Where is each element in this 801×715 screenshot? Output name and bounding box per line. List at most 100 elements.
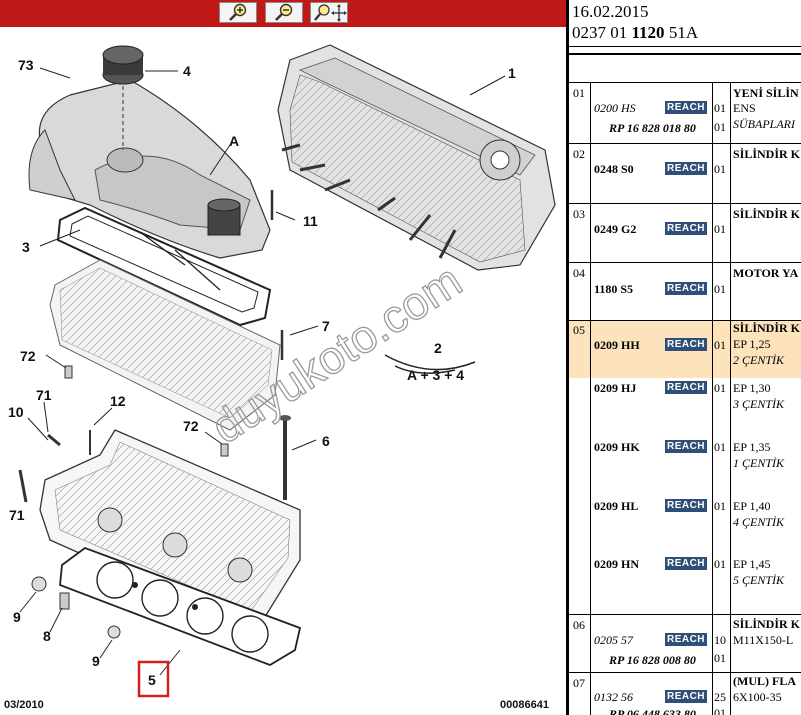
part-5-head-gasket	[59, 546, 302, 666]
quantity: 01	[714, 706, 726, 715]
diagram-panel: 73 4 1 A 3 11 72 7 2 A + 3 + 4 71 12 10 …	[0, 0, 566, 711]
zoom-pan-icon	[314, 4, 347, 22]
quantity: 01	[714, 222, 726, 236]
part-block-cylinder-head-lower	[39, 429, 301, 626]
part-description: SİLİNDİR K	[733, 147, 801, 161]
reach-badge[interactable]: REACH	[665, 101, 707, 114]
callout-12: 12	[110, 393, 126, 409]
zoom-out-icon	[275, 3, 293, 21]
zoom-out-button[interactable]	[265, 2, 303, 23]
part-description: SİLİNDİR K	[733, 617, 801, 631]
part-4-oil-cap	[102, 45, 144, 150]
part-description: SİLİNDİR K	[733, 207, 801, 221]
quantity: 01	[714, 120, 726, 134]
part-code: 0209 HL	[594, 499, 639, 513]
quantity: 01	[714, 557, 726, 571]
catalog-date: 16.02.2015	[572, 2, 649, 21]
callout-A: A	[229, 133, 239, 149]
catalog-reference: 0237 01 1120 51A	[572, 23, 699, 42]
part-1-cylinder-head	[277, 44, 556, 271]
callout-72: 72	[20, 348, 36, 364]
callout-3: 3	[22, 239, 30, 255]
reach-badge[interactable]: REACH	[665, 282, 707, 295]
thickness: EP 1,35	[733, 440, 771, 454]
part-code: 0249 G2	[594, 222, 637, 236]
row-number: 02	[573, 147, 585, 161]
notch-count: 4 ÇENTİK	[733, 515, 785, 529]
callout-9: 9	[92, 653, 100, 669]
quantity: 10	[714, 633, 726, 647]
diagram-date: 03/2010	[4, 699, 44, 711]
callout-71: 71	[9, 507, 25, 523]
callout-72: 72	[183, 418, 199, 434]
reach-badge[interactable]: REACH	[665, 690, 707, 703]
part-code: 0209 HN	[594, 557, 639, 571]
row-number: 04	[573, 266, 585, 280]
zoom-in-button[interactable]	[219, 2, 257, 23]
callout-10: 10	[8, 404, 24, 420]
reach-badge[interactable]: REACH	[665, 222, 707, 235]
row-number: 03	[573, 207, 585, 221]
row-number: 07	[573, 676, 585, 690]
thickness: EP 1,25	[733, 337, 771, 351]
part-A-valve-cover	[28, 79, 271, 259]
reach-badge[interactable]: REACH	[665, 162, 707, 175]
reference-number: RP 16 828 018 80	[609, 121, 696, 135]
callout-8: 8	[43, 628, 51, 644]
highlight-box-5	[137, 660, 170, 698]
part-code: 0200 HS	[594, 101, 636, 115]
part-description-line: M11X150-L	[733, 633, 794, 647]
part-72-dowel	[64, 365, 229, 457]
row-number: 05	[573, 323, 585, 337]
diagram-id: 00086641	[500, 699, 549, 711]
part-code: 0248 S0	[594, 162, 634, 176]
part-code: 1180 S5	[594, 282, 634, 296]
part-8-9-plugs	[31, 430, 121, 639]
reach-badge[interactable]: REACH	[665, 440, 707, 453]
callout-2: 2	[434, 340, 442, 356]
callout-6: 6	[322, 433, 330, 449]
leader-lines	[19, 67, 506, 676]
part-description: (MUL) FLA	[733, 674, 796, 688]
zoom-in-icon	[229, 3, 247, 21]
panel-divider	[566, 0, 569, 715]
quantity: 01	[714, 499, 726, 513]
reference-number: RP 16 828 008 80	[609, 653, 696, 667]
reach-badge[interactable]: REACH	[665, 338, 707, 351]
part-description: YENİ SİLİN	[733, 86, 799, 100]
quantity: 01	[714, 338, 726, 352]
callout-9: 9	[13, 609, 21, 625]
toolbar	[0, 0, 566, 27]
parts-list-panel: 16.02.2015 0237 01 1120 51A 01 0200 HS R…	[569, 0, 801, 715]
quantity: 01	[714, 282, 726, 296]
cylinder-head-exploded-diagram: 73 4 1 A 3 11 72 7 2 A + 3 + 4 71 12 10 …	[4, 44, 556, 711]
callout-5: 5	[148, 672, 156, 688]
notch-count: 3 ÇENTİK	[733, 397, 785, 411]
reach-badge[interactable]: REACH	[665, 633, 707, 646]
part-description-line: SÜBAPLARI	[733, 117, 795, 131]
thickness: EP 1,30	[733, 381, 771, 395]
quantity: 25	[714, 690, 726, 704]
part-6-head-bolt	[279, 415, 291, 500]
reference-number: RP 06 448 633 80	[609, 707, 696, 715]
row-number: 06	[573, 618, 585, 632]
part-description-line: 6X100-35	[733, 690, 782, 704]
callout-73: 73	[18, 57, 34, 73]
notch-count: 1 ÇENTİK	[733, 456, 785, 470]
reach-badge[interactable]: REACH	[665, 499, 707, 512]
part-code: 0205 57	[594, 633, 633, 647]
reach-badge[interactable]: REACH	[665, 557, 707, 570]
part-description-line: ENS	[733, 101, 756, 115]
thickness: EP 1,40	[733, 499, 771, 513]
zoom-pan-button[interactable]	[310, 2, 348, 23]
thickness: EP 1,45	[733, 557, 771, 571]
assembly-sequence: A + 3 + 4	[407, 367, 464, 383]
part-code: 0209 HJ	[594, 381, 637, 395]
reach-badge[interactable]: REACH	[665, 381, 707, 394]
callout-4: 4	[183, 63, 191, 79]
part-description: MOTOR YA	[733, 266, 799, 280]
part-2-cylinder-head	[49, 259, 476, 431]
part-code: 0209 HK	[594, 440, 640, 454]
quantity: 01	[714, 162, 726, 176]
part-code: 0209 HH	[594, 338, 640, 352]
